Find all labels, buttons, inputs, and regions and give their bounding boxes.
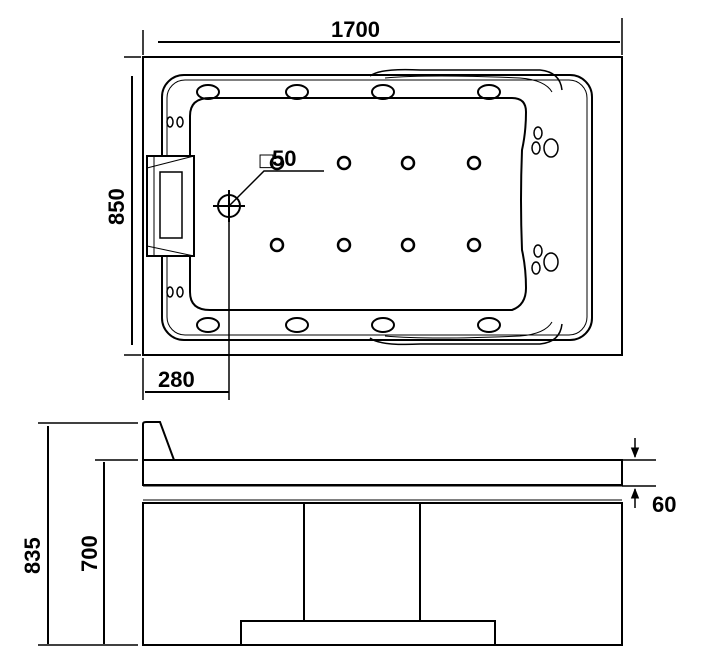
dim-label-drain-diameter: 50 xyxy=(272,146,296,171)
foot-jets xyxy=(531,126,559,275)
armrest-top xyxy=(369,68,563,91)
armrest-top-inner xyxy=(384,75,553,93)
rim-jets-top xyxy=(196,84,501,100)
dim-label-rim-thickness: 60 xyxy=(652,492,676,517)
side-base-plinth xyxy=(240,620,496,646)
side-view-dimensions xyxy=(38,422,656,646)
side-view xyxy=(142,421,623,646)
side-skirt xyxy=(142,502,623,646)
dim-label-width: 850 xyxy=(104,188,129,225)
drain-diameter-symbol: □ xyxy=(258,150,275,171)
rim-jets-bottom xyxy=(196,317,501,333)
top-view xyxy=(142,56,623,356)
tub-outer-outline xyxy=(142,56,623,356)
dim-label-total-height: 835 xyxy=(20,537,45,574)
armrest-bottom xyxy=(369,323,563,346)
side-headrest xyxy=(142,421,175,461)
dim-label-body-height: 700 xyxy=(77,535,102,572)
head-side-jets xyxy=(166,116,184,298)
drain-leader-line xyxy=(228,170,324,207)
dim-label-length: 1700 xyxy=(331,17,380,42)
headrest-inner xyxy=(159,171,183,239)
armrest-bottom-inner xyxy=(384,321,553,339)
tub-basin-outline xyxy=(189,97,528,311)
tub-shell-outline xyxy=(161,74,593,341)
side-rim-band xyxy=(142,459,623,486)
top-view-dimensions xyxy=(124,18,623,400)
floor-jets xyxy=(269,155,482,253)
dim-label-drain-offset: 280 xyxy=(158,367,195,392)
